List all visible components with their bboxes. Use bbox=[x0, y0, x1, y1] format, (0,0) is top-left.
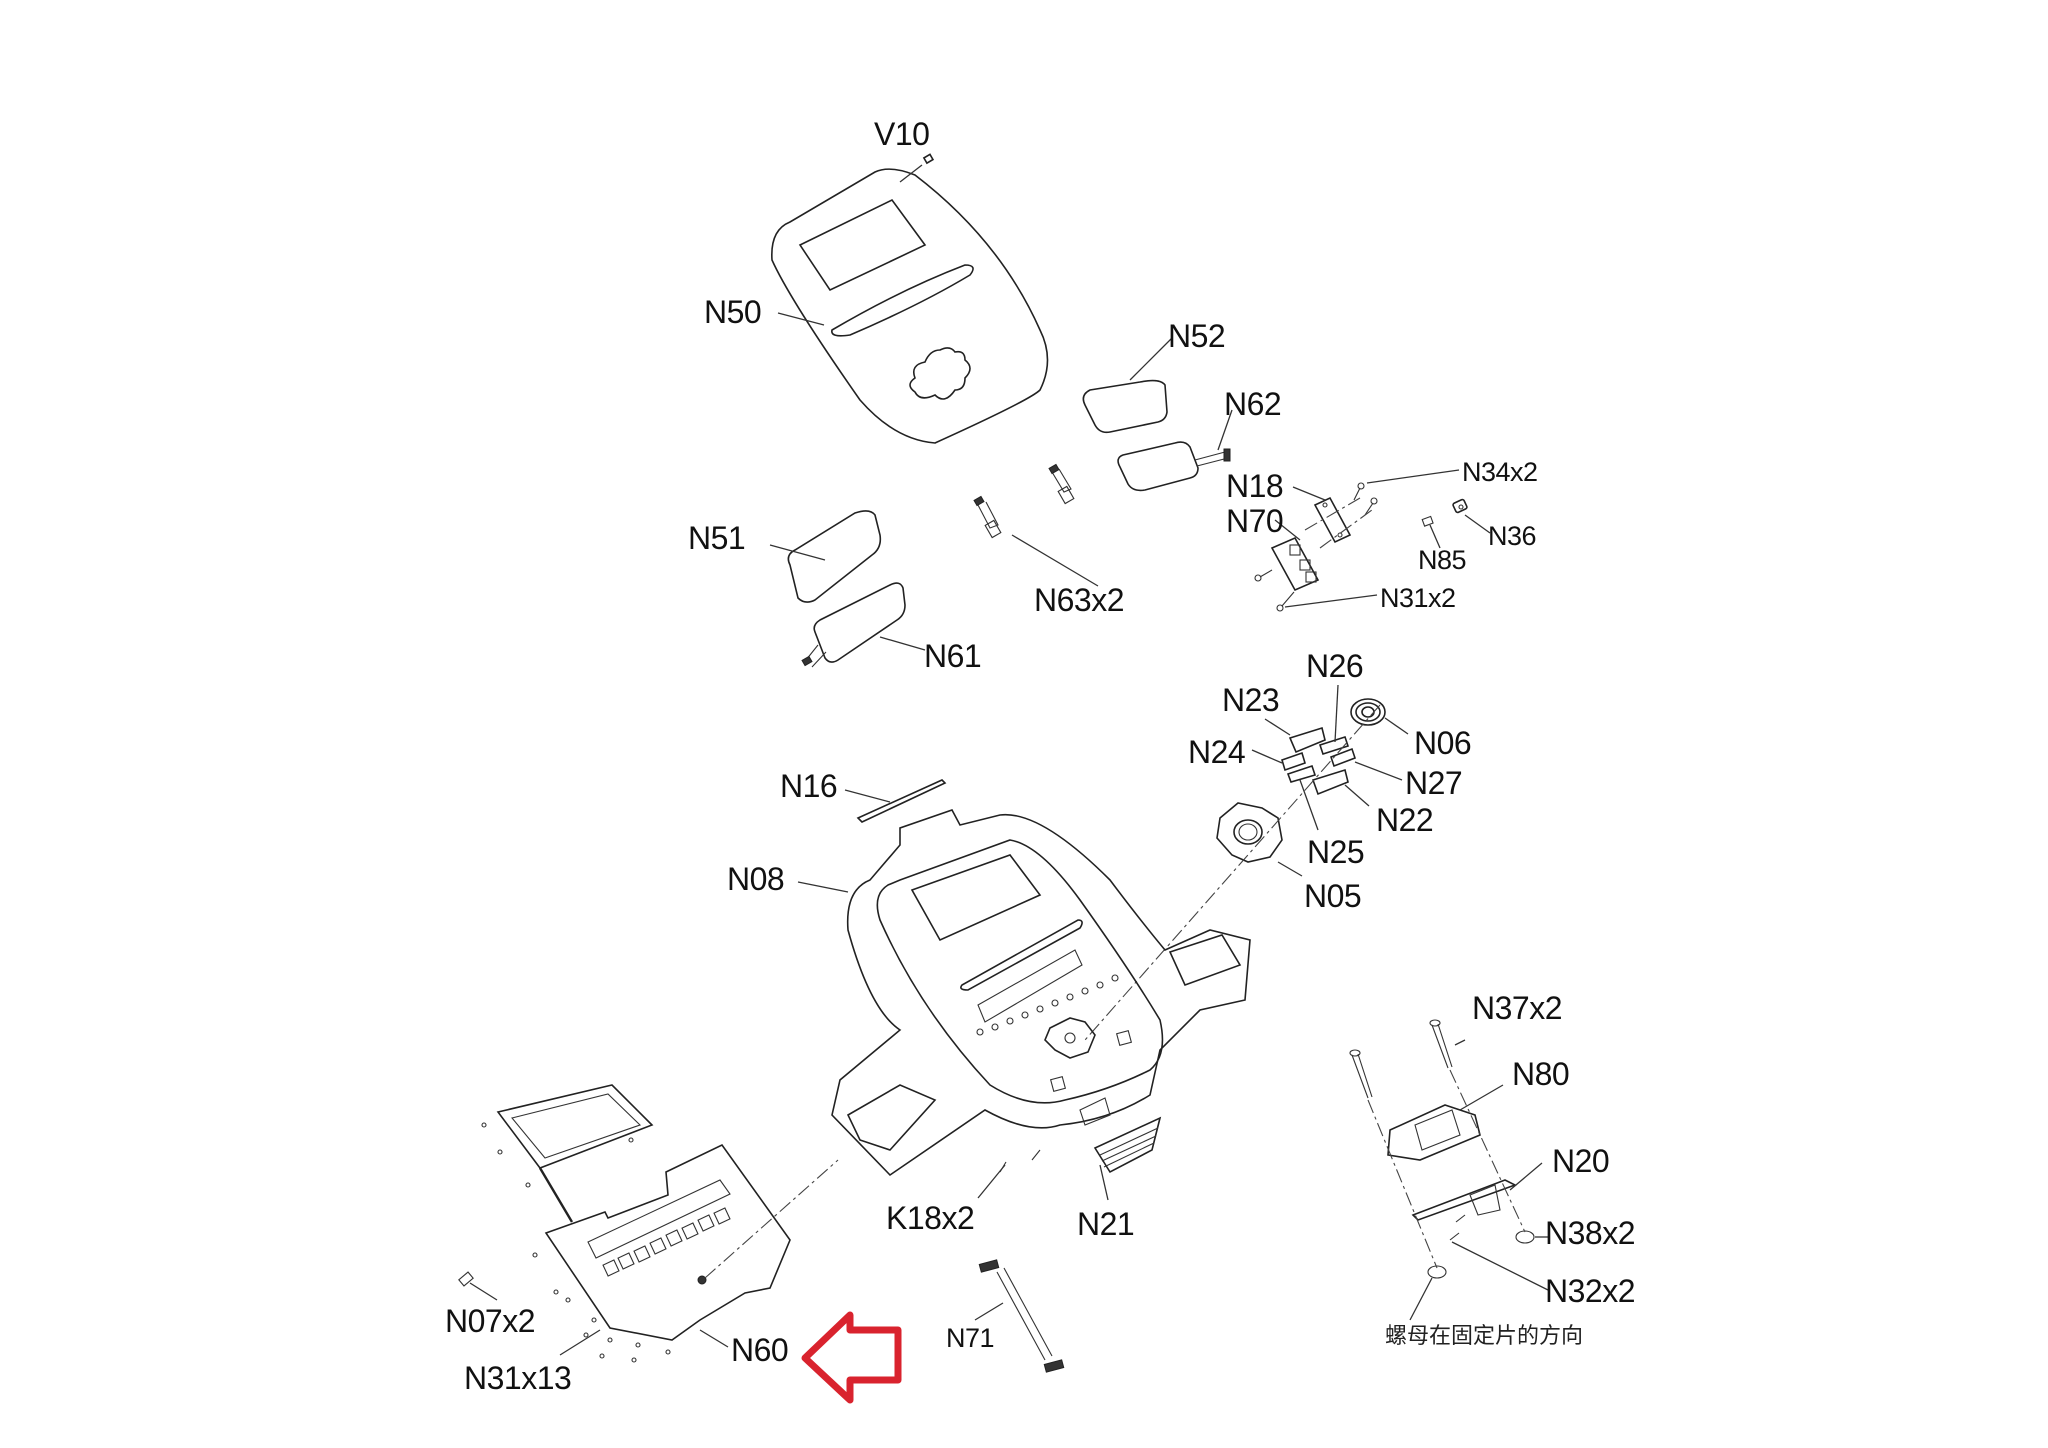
part-n07-standoff bbox=[458, 1271, 474, 1287]
label-n52: N52 bbox=[1168, 318, 1226, 354]
label-n38: N38x2 bbox=[1545, 1215, 1636, 1251]
part-n37-bolts bbox=[1349, 1019, 1453, 1099]
label-n37: N37x2 bbox=[1472, 990, 1563, 1026]
label-n70: N70 bbox=[1226, 503, 1284, 539]
leader-lines bbox=[469, 312, 1550, 1356]
part-n05-keypad bbox=[1216, 802, 1283, 863]
label-n22: N22 bbox=[1376, 802, 1434, 838]
label-n60: N60 bbox=[731, 1332, 789, 1368]
label-n18: N18 bbox=[1226, 468, 1284, 504]
part-n21-grille bbox=[1093, 1116, 1162, 1174]
part-n18-bracket bbox=[1313, 496, 1352, 544]
label-n50: N50 bbox=[704, 294, 762, 330]
label-n62: N62 bbox=[1224, 386, 1282, 422]
label-n63: N63x2 bbox=[1034, 582, 1125, 618]
label-n21: N21 bbox=[1077, 1206, 1135, 1242]
part-n06-knob bbox=[1350, 698, 1386, 726]
part-n36-nut bbox=[1452, 498, 1468, 514]
board-keys bbox=[602, 1207, 731, 1277]
label-n80: N80 bbox=[1512, 1056, 1570, 1092]
label-n32: N32x2 bbox=[1545, 1273, 1636, 1309]
label-v10: V10 bbox=[874, 116, 930, 152]
part-n60-control-board bbox=[544, 1143, 839, 1341]
part-n16-strip bbox=[856, 779, 947, 823]
label-n85: N85 bbox=[1418, 545, 1467, 575]
part-n22-stop-button bbox=[1311, 768, 1349, 796]
part-n34-screws bbox=[1304, 482, 1378, 549]
guide-line-mount-right bbox=[1449, 1069, 1526, 1233]
label-n08: N08 bbox=[727, 861, 785, 897]
console-indicator-dots bbox=[976, 974, 1119, 1036]
label-n06: N06 bbox=[1414, 725, 1472, 761]
part-display-bracket bbox=[496, 1084, 654, 1223]
part-n62-window bbox=[1117, 441, 1231, 492]
label-n36: N36 bbox=[1488, 521, 1537, 551]
label-n07: N07x2 bbox=[445, 1303, 536, 1339]
label-n31-pair: N31x2 bbox=[1380, 583, 1456, 613]
part-n52-window bbox=[1082, 379, 1168, 434]
part-v10 bbox=[922, 153, 935, 165]
part-n70-board bbox=[1270, 536, 1320, 592]
label-n27: N27 bbox=[1405, 765, 1463, 801]
part-n51-window bbox=[787, 510, 882, 603]
nut-orientation-note: 螺母在固定片的方向 bbox=[1385, 1324, 1584, 1349]
part-n23-start-button bbox=[1288, 726, 1326, 754]
part-n24-up-button bbox=[1281, 751, 1306, 772]
part-n85-clip bbox=[1421, 515, 1434, 527]
part-k18-screws bbox=[999, 1149, 1041, 1173]
part-n31-screws-pair bbox=[1254, 569, 1295, 612]
part-n20-plate bbox=[1411, 1179, 1518, 1221]
part-n26-up-button bbox=[1318, 735, 1350, 756]
part-n38-washers bbox=[1427, 1230, 1535, 1279]
part-n31-screws-board bbox=[481, 1122, 671, 1363]
label-n16: N16 bbox=[780, 768, 838, 804]
label-n61: N61 bbox=[924, 638, 982, 674]
label-n34: N34x2 bbox=[1462, 457, 1538, 487]
label-n20: N20 bbox=[1552, 1143, 1610, 1179]
part-n80-clamp bbox=[1387, 1104, 1481, 1161]
guide-line-mount-left bbox=[1367, 1099, 1438, 1269]
label-n05: N05 bbox=[1304, 878, 1362, 914]
label-n51: N51 bbox=[688, 520, 746, 556]
part-n27-down-button bbox=[1329, 747, 1357, 768]
part-n50-overlay bbox=[771, 164, 1049, 444]
label-n71: N71 bbox=[946, 1323, 995, 1353]
label-n23: N23 bbox=[1222, 682, 1280, 718]
highlight-arrow bbox=[801, 1311, 902, 1404]
label-n25: N25 bbox=[1307, 834, 1365, 870]
part-n32-screws bbox=[1449, 1214, 1466, 1241]
part-n25-down-button bbox=[1286, 764, 1317, 783]
part-n08-console bbox=[831, 809, 1251, 1177]
part-n71-cable bbox=[978, 1259, 1065, 1373]
part-n61-window bbox=[801, 582, 906, 668]
label-n31-board: N31x13 bbox=[464, 1360, 572, 1396]
label-k18: K18x2 bbox=[886, 1200, 975, 1236]
part-n63-connector bbox=[973, 463, 1075, 539]
label-n26: N26 bbox=[1306, 648, 1364, 684]
label-n24: N24 bbox=[1188, 734, 1246, 770]
